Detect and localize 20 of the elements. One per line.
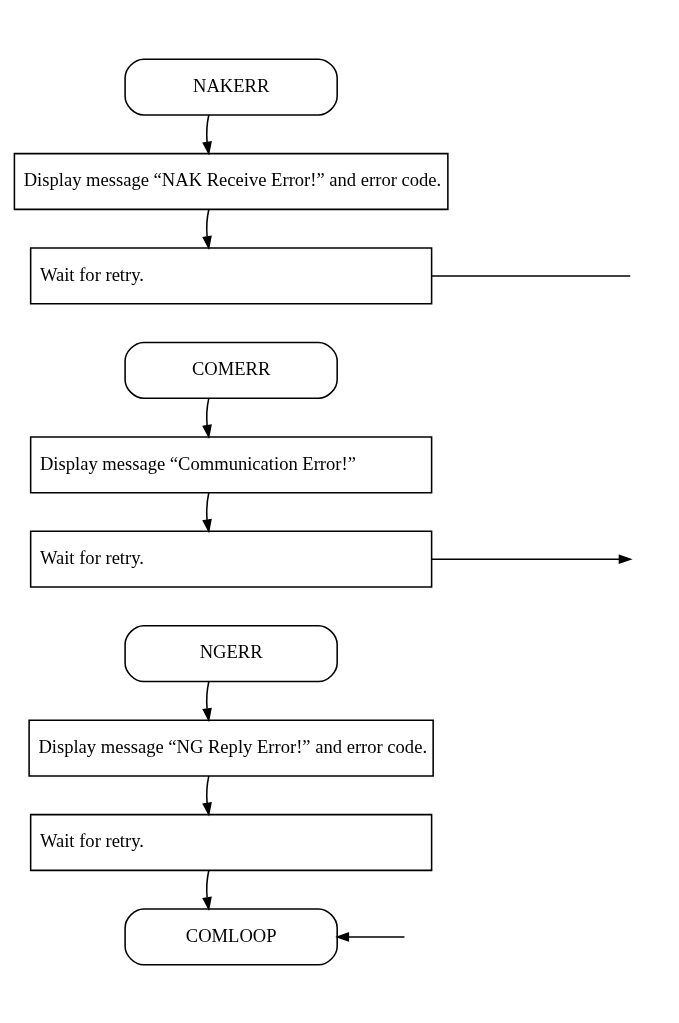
arrow [202,869,212,911]
node-box: Display message “NG Reply Error!” and error code. [28,718,434,777]
connector [430,274,632,277]
node-box: Wait for retry. [29,813,433,871]
node-box: NGERR [124,624,338,682]
arrow [335,931,406,942]
arrow [202,680,212,722]
node-box: COMLOOP [124,907,338,966]
node-box: Wait for retry. [29,530,433,588]
arrow [202,397,212,439]
node-box: Wait for retry. [29,246,433,305]
node-box: Display message “NAK Receive Error!” and error code. [13,152,449,210]
arrow [202,208,212,250]
node-box: NAKERR [124,57,338,116]
node-box: COMERR [124,341,338,399]
arrow [202,113,212,156]
node-box: Display message “Communication Error!” [29,435,433,493]
arrow [430,553,633,564]
arrow [202,491,212,533]
arrow [202,774,212,817]
